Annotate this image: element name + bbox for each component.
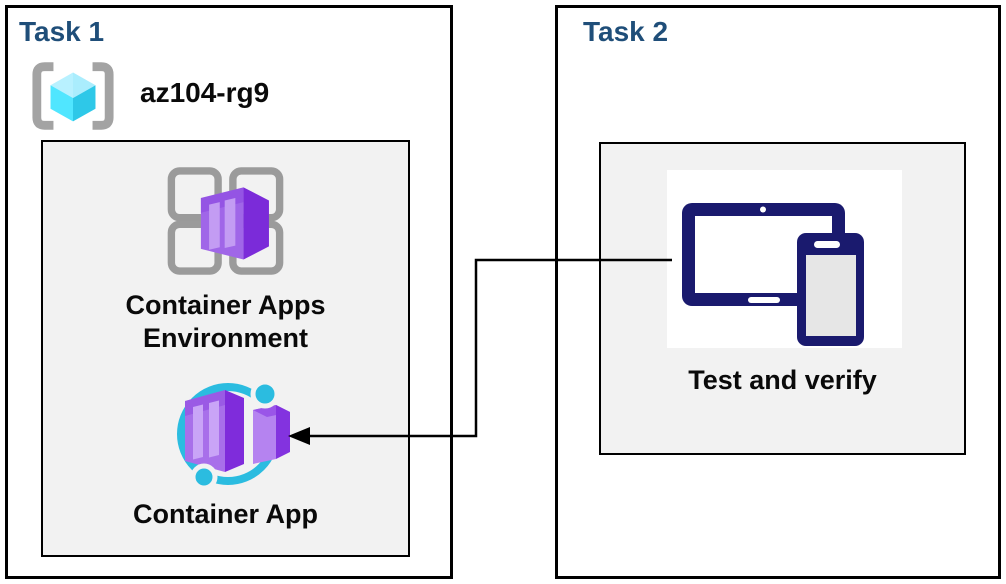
- task1-box: Task 1 az104-rg9: [5, 5, 453, 579]
- environment-panel: Container Apps Environment Container App: [41, 140, 410, 557]
- container-apps-environment-label: Container Apps Environment: [125, 290, 326, 353]
- container-app-icon: [168, 377, 292, 497]
- test-and-verify-label: Test and verify: [688, 365, 877, 395]
- container-apps-environment-icon: [164, 162, 287, 285]
- resource-group-name: az104-rg9: [140, 77, 270, 108]
- task2-title: Task 2: [583, 16, 669, 47]
- task2-box: Task 2 Test and verify: [555, 5, 1001, 579]
- tablet-phone-icon: [682, 203, 864, 346]
- verify-panel: Test and verify: [599, 142, 966, 455]
- task1-title: Task 1: [19, 16, 105, 47]
- container-app-label: Container App: [133, 499, 318, 529]
- device-icon-background: [667, 170, 902, 348]
- resource-group-row: az104-rg9: [30, 57, 410, 135]
- resource-group-icon: [30, 59, 116, 138]
